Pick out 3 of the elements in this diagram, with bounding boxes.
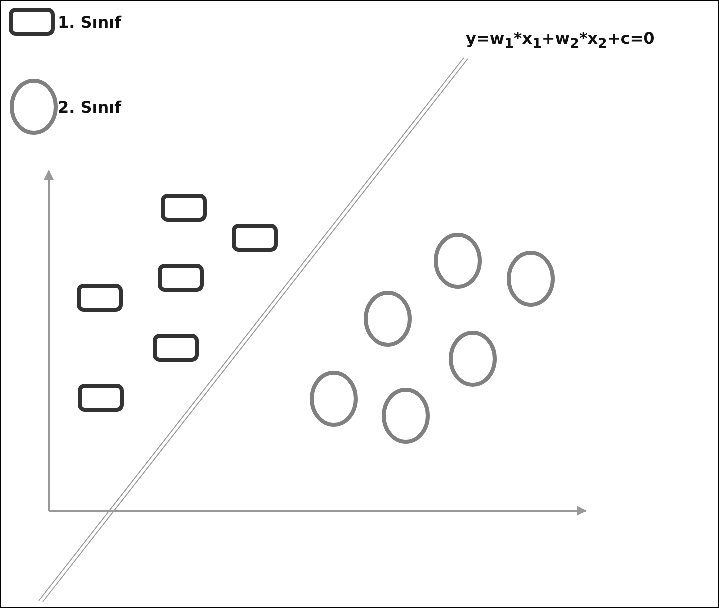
equation-label: y=w$_{1}$*x$_{1}$+w$_{2}$*x$_{2}$+c=0 (466, 29, 655, 52)
legend-label: 1. Sınıf (58, 13, 122, 32)
legend-label: 2. Sınıf (58, 98, 122, 117)
